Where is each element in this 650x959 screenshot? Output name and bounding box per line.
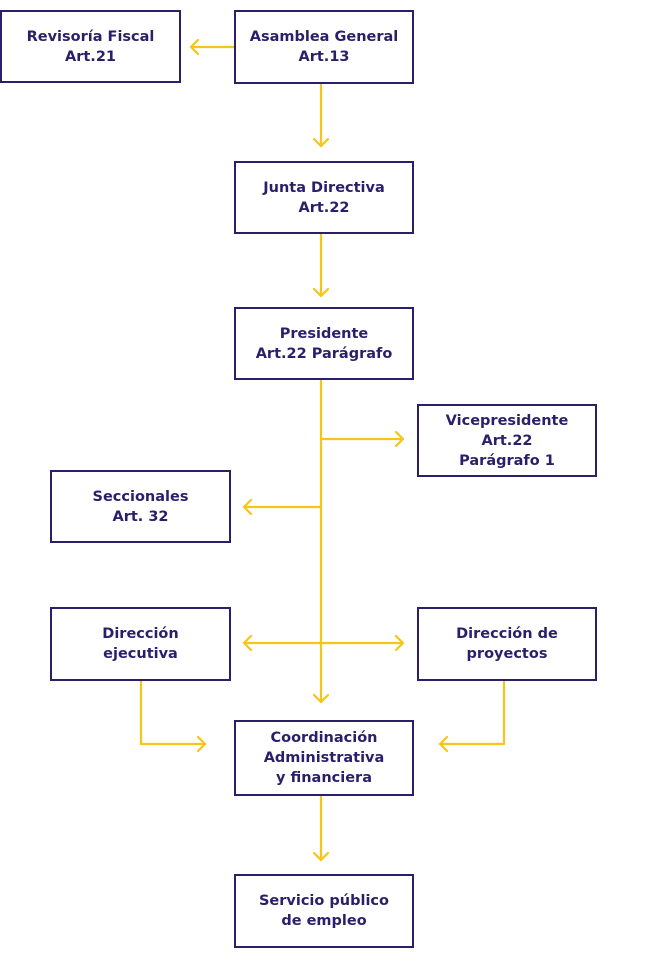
node-direccion-proyectos-line-1: Dirección de — [456, 626, 558, 642]
node-revisoria-line-2: Art.21 — [65, 48, 116, 65]
node-revisoria-line-1: Revisoría Fiscal — [26, 28, 155, 45]
node-asamblea-line-2: Art.13 — [298, 49, 350, 65]
arrow-ejecutiva-to-coordinacion — [139, 679, 207, 753]
node-revisoria-fiscal: Revisoría Fiscal Art.21 — [0, 10, 181, 83]
node-vicepresidente: Vicepresidente Art.22 Parágrafo 1 — [417, 404, 597, 477]
node-direccion-ejecutiva: Dirección ejecutiva — [50, 607, 231, 681]
node-seccionales: Seccionales Art. 32 — [50, 470, 231, 543]
node-servicio-publico: Servicio público de empleo — [234, 874, 414, 948]
node-asamblea-line-1: Asamblea General — [249, 29, 399, 45]
node-servicio-line-1: Servicio público — [258, 893, 389, 909]
arrow-asamblea-to-junta — [312, 82, 330, 148]
arrow-to-seccionales — [242, 498, 323, 516]
arrow-presidente-to-coordinacion — [312, 378, 330, 704]
node-coordinacion-line-2: Administrativa — [263, 750, 385, 766]
arrow-to-direccion-proyectos — [319, 634, 405, 652]
arrow-to-direccion-ejecutiva — [242, 634, 323, 652]
node-direccion-proyectos-line-2: proyectos — [466, 646, 548, 662]
node-direccion-ejecutiva-line-2: ejecutiva — [103, 646, 178, 662]
node-junta-directiva: Junta Directiva Art.22 — [234, 161, 414, 234]
node-junta-line-2: Art.22 — [298, 199, 350, 216]
node-seccionales-line-1: Seccionales — [92, 488, 189, 505]
node-coordinacion-line-1: Coordinación — [270, 730, 378, 746]
arrow-asamblea-to-revisoria — [189, 38, 236, 56]
node-direccion-proyectos: Dirección de proyectos — [417, 607, 597, 681]
node-junta-line-1: Junta Directiva — [263, 179, 385, 196]
arrow-to-vicepresidente — [319, 430, 405, 448]
node-direccion-ejecutiva-line-1: Dirección — [102, 626, 179, 642]
node-seccionales-line-2: Art. 32 — [112, 508, 169, 525]
node-vicepresidente-line-2: Art.22 — [481, 432, 533, 449]
arrow-coordinacion-to-servicio — [312, 794, 330, 862]
node-coordinacion-line-3: y financiera — [275, 770, 372, 786]
node-presidente-line-2: Art.22 Parágrafo — [255, 345, 393, 362]
node-vicepresidente-line-1: Vicepresidente — [445, 412, 569, 429]
node-presidente-line-1: Presidente — [279, 325, 369, 342]
node-presidente: Presidente Art.22 Parágrafo — [234, 307, 414, 380]
node-vicepresidente-line-3: Parágrafo 1 — [459, 452, 555, 469]
arrow-proyectos-to-coordinacion — [438, 679, 506, 753]
arrow-junta-to-presidente — [312, 232, 330, 298]
node-coordinacion: Coordinación Administrativa y financiera — [234, 720, 414, 796]
node-servicio-line-2: de empleo — [281, 913, 367, 929]
node-asamblea-general: Asamblea General Art.13 — [234, 10, 414, 84]
